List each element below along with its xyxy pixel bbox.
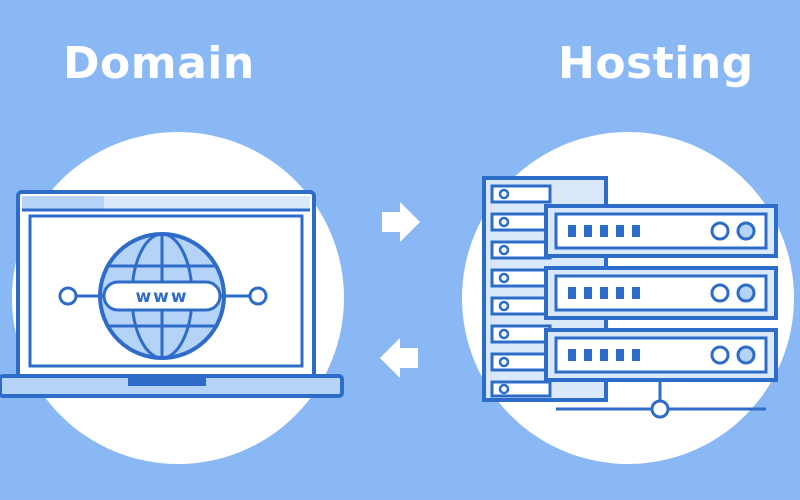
www-label: www — [135, 287, 188, 307]
server-unit — [544, 266, 778, 320]
arrow-right-icon — [382, 202, 420, 242]
server-rack-icon — [482, 176, 778, 419]
server-unit — [544, 328, 778, 382]
hosting-heading: Hosting — [558, 38, 754, 89]
arrow-left-icon — [380, 338, 418, 378]
domain-heading: Domain — [63, 38, 255, 89]
server-unit — [544, 204, 778, 258]
globe-icon: www — [58, 232, 268, 360]
